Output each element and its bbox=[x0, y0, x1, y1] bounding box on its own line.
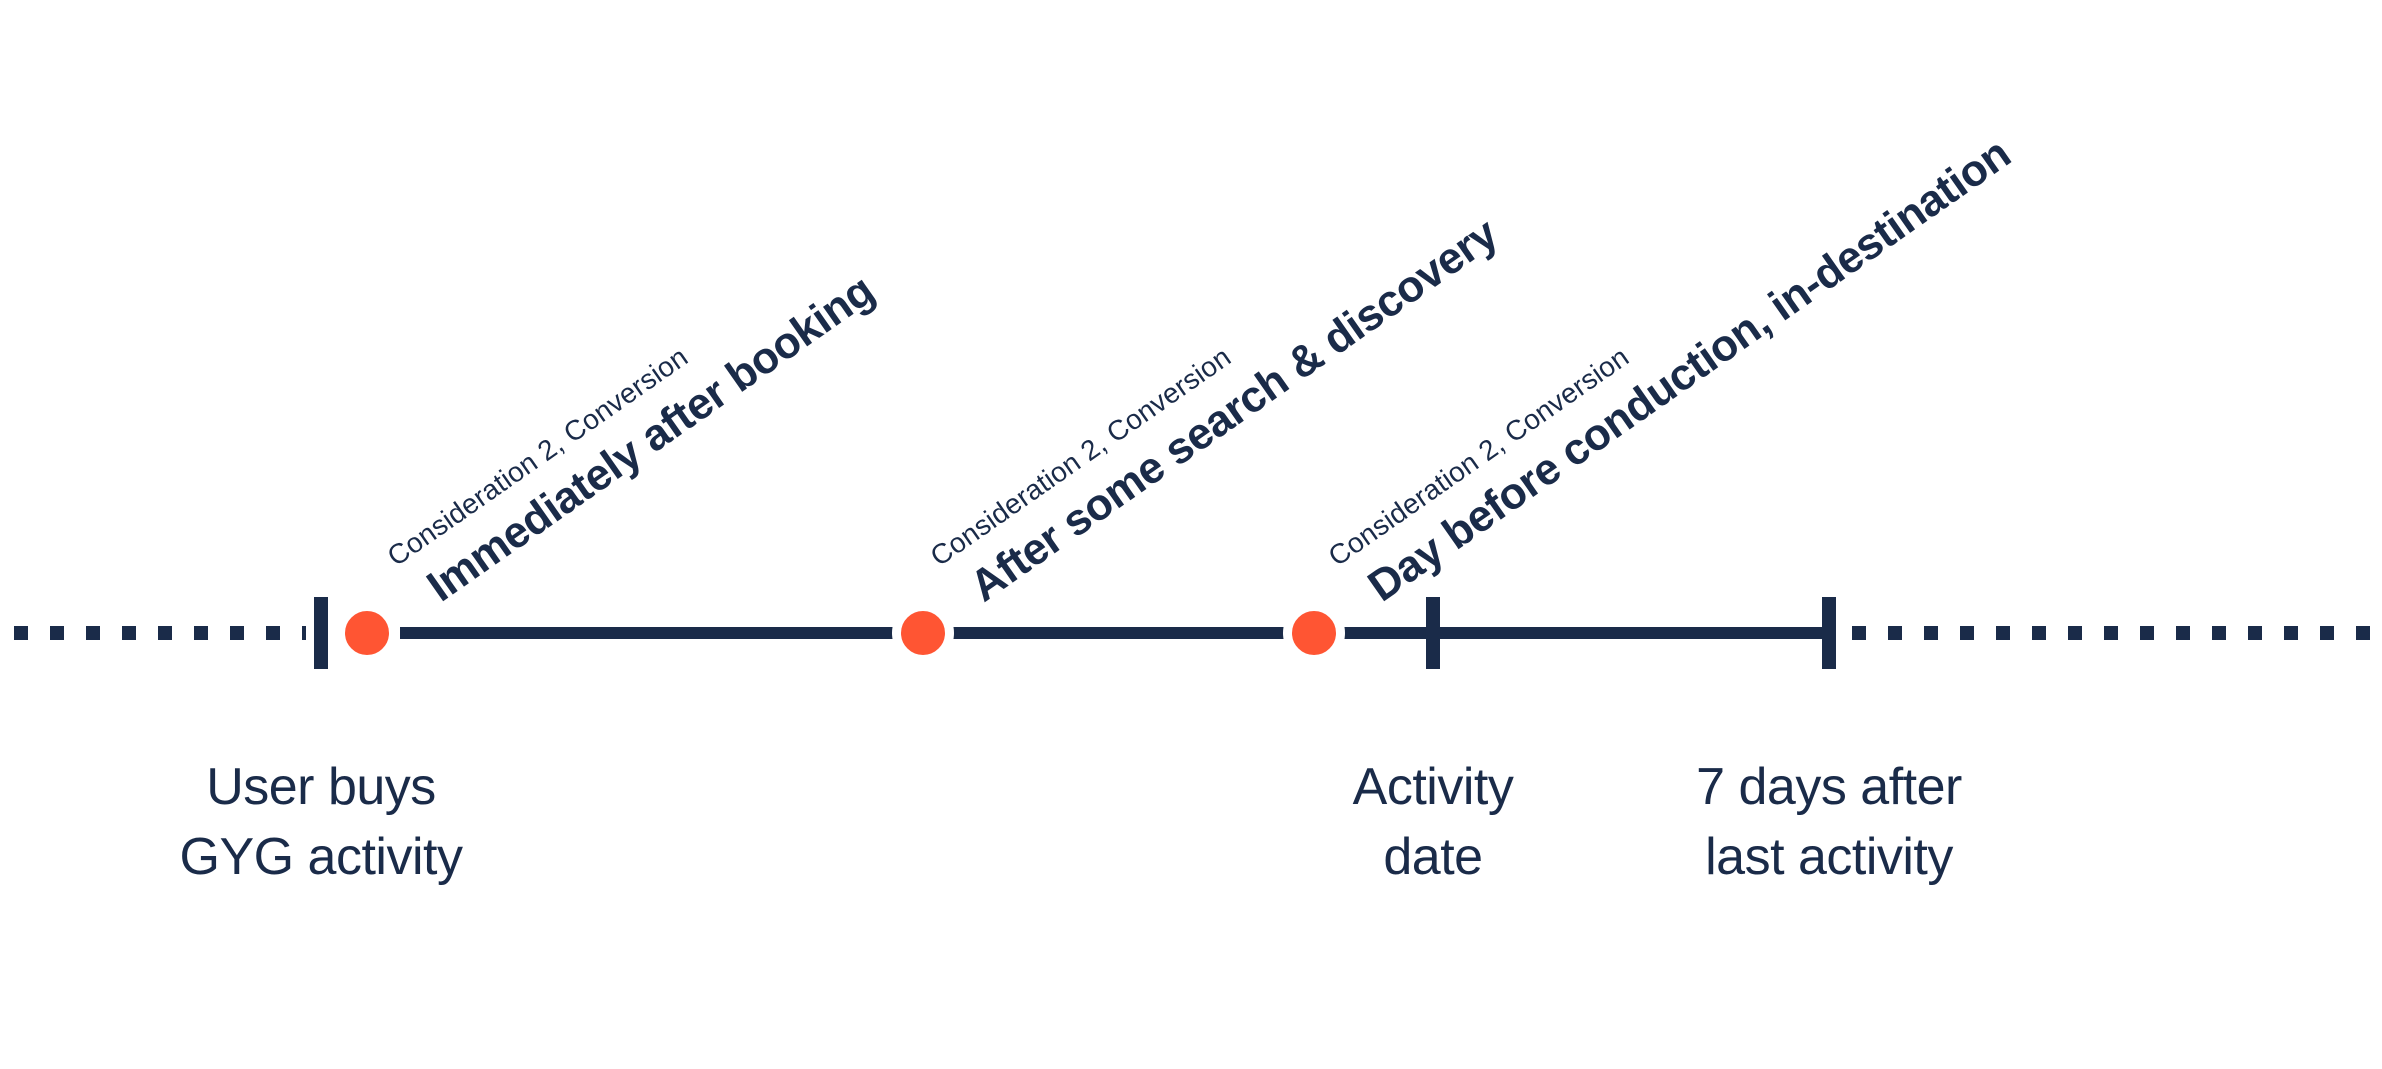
event-label-immediately-after-booking: Consideration 2, Conversion Immediately … bbox=[382, 232, 884, 612]
dotted-line-left bbox=[14, 626, 306, 640]
milestone-line: last activity bbox=[1705, 828, 1953, 887]
tick-activity-date bbox=[1426, 597, 1440, 669]
milestone-line: User buys bbox=[206, 758, 436, 816]
milestone-activity-date: Activity date bbox=[1353, 752, 1514, 892]
milestone-user-buys-gyg-activity: User buys GYG activity bbox=[180, 752, 463, 892]
event-label-day-before-conduction: Consideration 2, Conversion Day before c… bbox=[1323, 95, 2020, 612]
tick-user-buys bbox=[314, 597, 328, 669]
milestone-line: Activity bbox=[1352, 758, 1514, 816]
event-dot-immediately-after-booking bbox=[336, 602, 398, 664]
event-dot-after-search-discovery bbox=[892, 602, 954, 664]
dotted-line-right bbox=[1852, 626, 2370, 640]
timeline-line bbox=[400, 627, 1830, 639]
milestone-line: GYG activity bbox=[179, 828, 463, 887]
event-eyebrow: Consideration 2, Conversion bbox=[381, 340, 694, 573]
tick-7-days-after bbox=[1822, 597, 1836, 669]
event-title: Immediately after booking bbox=[418, 265, 883, 612]
milestone-7-days-after-last-activity: 7 days after last activity bbox=[1696, 752, 1962, 892]
milestone-line: date bbox=[1383, 828, 1483, 887]
event-dot-day-before-conduction bbox=[1283, 602, 1345, 664]
milestone-line: 7 days after bbox=[1696, 758, 1962, 816]
event-eyebrow: Consideration 2, Conversion bbox=[1322, 340, 1635, 573]
